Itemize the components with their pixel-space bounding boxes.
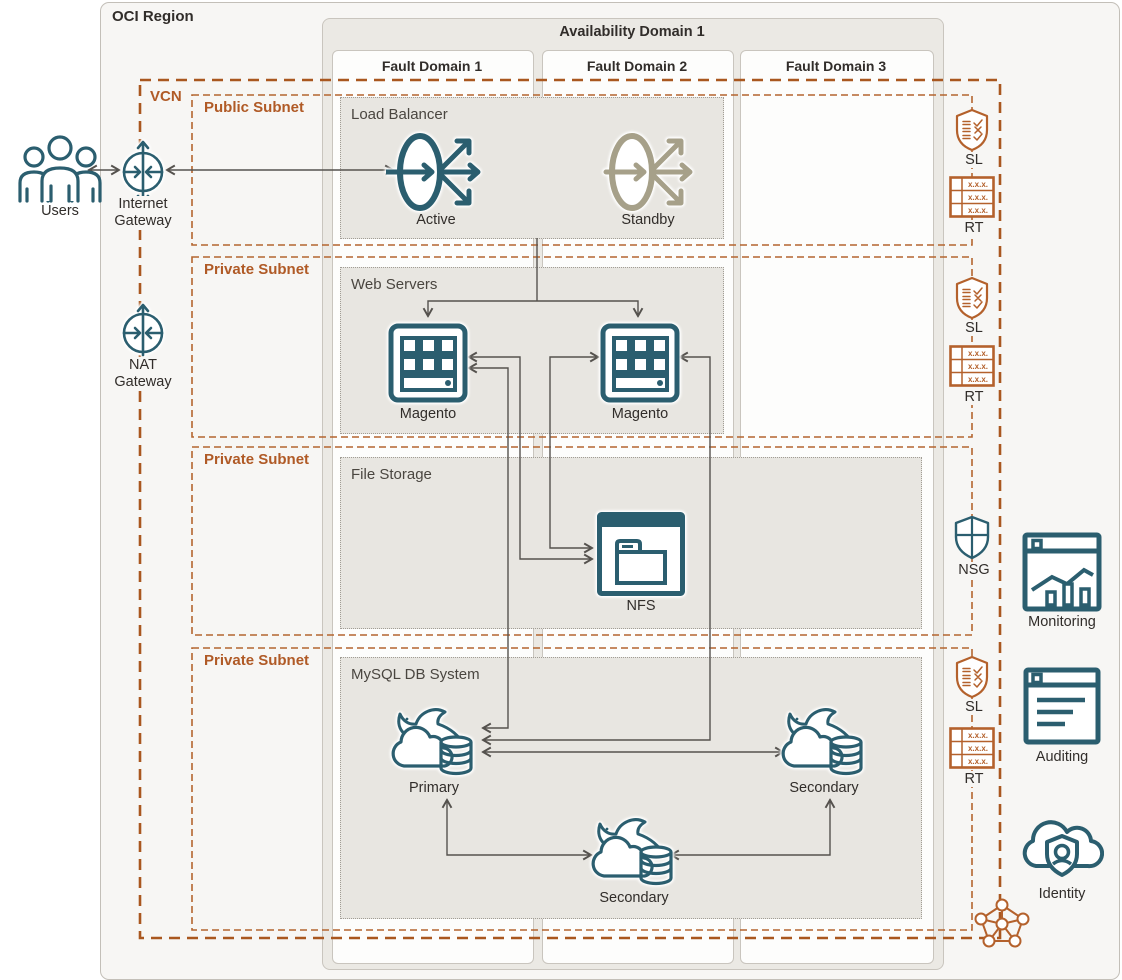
mysql-secondary-fd2-label: Secondary [599, 890, 669, 906]
load-balancer-standby-icon [603, 133, 693, 211]
users-icon [18, 135, 102, 203]
private-subnet-web-label: Private Subnet [204, 261, 310, 278]
load-balancer-standby-label: Standby [621, 212, 675, 228]
public-subnet-label: Public Subnet [204, 99, 305, 116]
auditing-icon [1023, 667, 1101, 745]
load-balancer-active-label: Active [416, 212, 456, 228]
route-table-label: RT [957, 771, 991, 787]
mysql-db-system-title: MySQL DB System [351, 666, 480, 683]
route-table-label: RT [957, 220, 991, 236]
auditing-label: Auditing [1035, 749, 1089, 765]
fault-domain-2-label: Fault Domain 2 [586, 58, 688, 74]
route-table-cell: x.x.x. [968, 193, 988, 202]
route-table-label: RT [957, 389, 991, 405]
mysql-secondary-fd3-icon [781, 708, 863, 776]
route-table-cell: x.x.x. [968, 731, 988, 740]
availability-domain-label: Availability Domain 1 [559, 24, 705, 40]
route-table-cell: x.x.x. [968, 206, 988, 215]
monitoring-label: Monitoring [1028, 614, 1096, 630]
route-table-cell: x.x.x. [968, 349, 988, 358]
security-list-label: SL [957, 699, 991, 715]
magento-server-right-label: Magento [611, 406, 669, 422]
fault-domain-1-label: Fault Domain 1 [381, 58, 483, 74]
oci-region-label: OCI Region [112, 8, 194, 25]
mysql-secondary-fd2-icon [591, 818, 673, 886]
magento-server-right-icon [600, 323, 680, 403]
private-subnet-db-label: Private Subnet [204, 652, 310, 669]
route-table-cell: x.x.x. [968, 744, 988, 753]
route-table-cell: x.x.x. [968, 180, 988, 189]
magento-server-left-icon [388, 323, 468, 403]
file-storage-title: File Storage [351, 466, 432, 483]
load-balancer-active-icon [386, 133, 481, 211]
vcn-label: VCN [150, 88, 182, 105]
security-list-icon [955, 276, 989, 320]
nfs-file-storage-icon [597, 512, 685, 596]
mysql-primary-icon [391, 708, 473, 776]
security-list-icon [955, 655, 989, 699]
security-list-label: SL [957, 320, 991, 336]
nfs-label: NFS [626, 598, 656, 614]
route-table-icon: x.x.x. x.x.x. x.x.x. [949, 727, 995, 769]
route-table-icon: x.x.x. x.x.x. x.x.x. [949, 176, 995, 218]
route-table-cell: x.x.x. [968, 757, 988, 766]
private-subnet-storage-label: Private Subnet [204, 451, 310, 468]
mysql-primary-label: Primary [409, 780, 459, 796]
identity-label: Identity [1038, 886, 1086, 902]
nat-gateway-label: NAT Gateway [103, 357, 183, 391]
magento-server-left-label: Magento [399, 406, 457, 422]
monitoring-icon [1022, 532, 1102, 612]
security-list-icon [955, 108, 989, 152]
route-table-cell: x.x.x. [968, 362, 988, 371]
web-servers-title: Web Servers [351, 276, 438, 293]
security-list-label: SL [957, 152, 991, 168]
network-security-group-label: NSG [952, 562, 996, 578]
route-table-cell: x.x.x. [968, 375, 988, 384]
nat-gateway-icon [122, 303, 164, 357]
identity-icon [1022, 820, 1104, 877]
vcn-icon [974, 898, 1030, 948]
fault-domain-3-label: Fault Domain 3 [785, 58, 887, 74]
network-security-group-icon [954, 515, 990, 560]
internet-gateway-label: Internet Gateway [103, 196, 183, 230]
mysql-secondary-fd3-label: Secondary [789, 780, 859, 796]
route-table-icon: x.x.x. x.x.x. x.x.x. [949, 345, 995, 387]
users-label: Users [41, 203, 79, 219]
